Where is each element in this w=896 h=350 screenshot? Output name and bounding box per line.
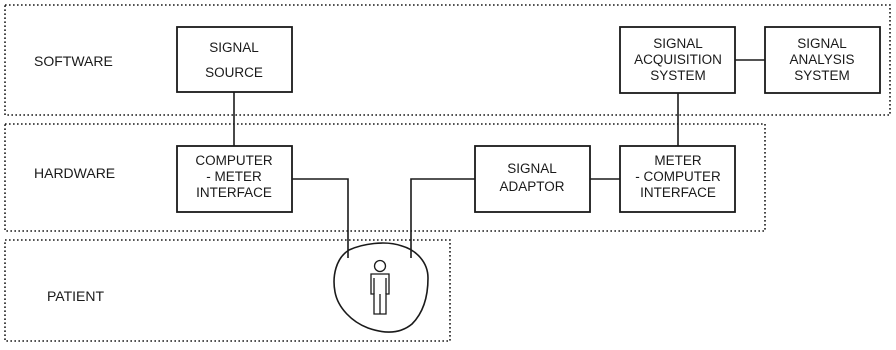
signal-analysis-label-line-3: SYSTEM — [794, 68, 850, 83]
signal-source-label-line-1: SIGNAL — [209, 40, 259, 55]
hardware-lane-label: HARDWARE — [34, 165, 115, 181]
signal-acquisition-label-line-3: SYSTEM — [650, 68, 706, 83]
software-lane-label: SOFTWARE — [34, 53, 113, 69]
signal-acquisition-label-line-1: SIGNAL — [653, 36, 703, 51]
computer-meter-interface-label-line-1: COMPUTER — [195, 153, 273, 168]
computer-meter-interface-label-line-2: - METER — [206, 169, 262, 184]
patient-lane-label: PATIENT — [47, 288, 104, 304]
meter-computer-interface-label-line-2: - COMPUTER — [635, 169, 721, 184]
person-icon — [371, 261, 389, 315]
connector-interface-to-patient — [292, 179, 348, 258]
signal-source-box — [177, 27, 292, 92]
signal-source-label-line-2: SOURCE — [205, 65, 263, 80]
meter-computer-interface-label-line-1: METER — [654, 153, 702, 168]
signal-analysis-label-line-2: ANALYSIS — [789, 52, 854, 67]
signal-acquisition-label-line-2: ACQUISITION — [634, 52, 722, 67]
signal-adaptor-label-line-2: ADAPTOR — [499, 179, 564, 194]
meter-computer-interface-label-line-3: INTERFACE — [640, 185, 716, 200]
signal-analysis-label-line-1: SIGNAL — [797, 36, 847, 51]
signal-adaptor-label-line-1: SIGNAL — [507, 161, 557, 176]
connector-patient-to-adaptor — [411, 179, 475, 258]
computer-meter-interface-label-line-3: INTERFACE — [196, 185, 272, 200]
